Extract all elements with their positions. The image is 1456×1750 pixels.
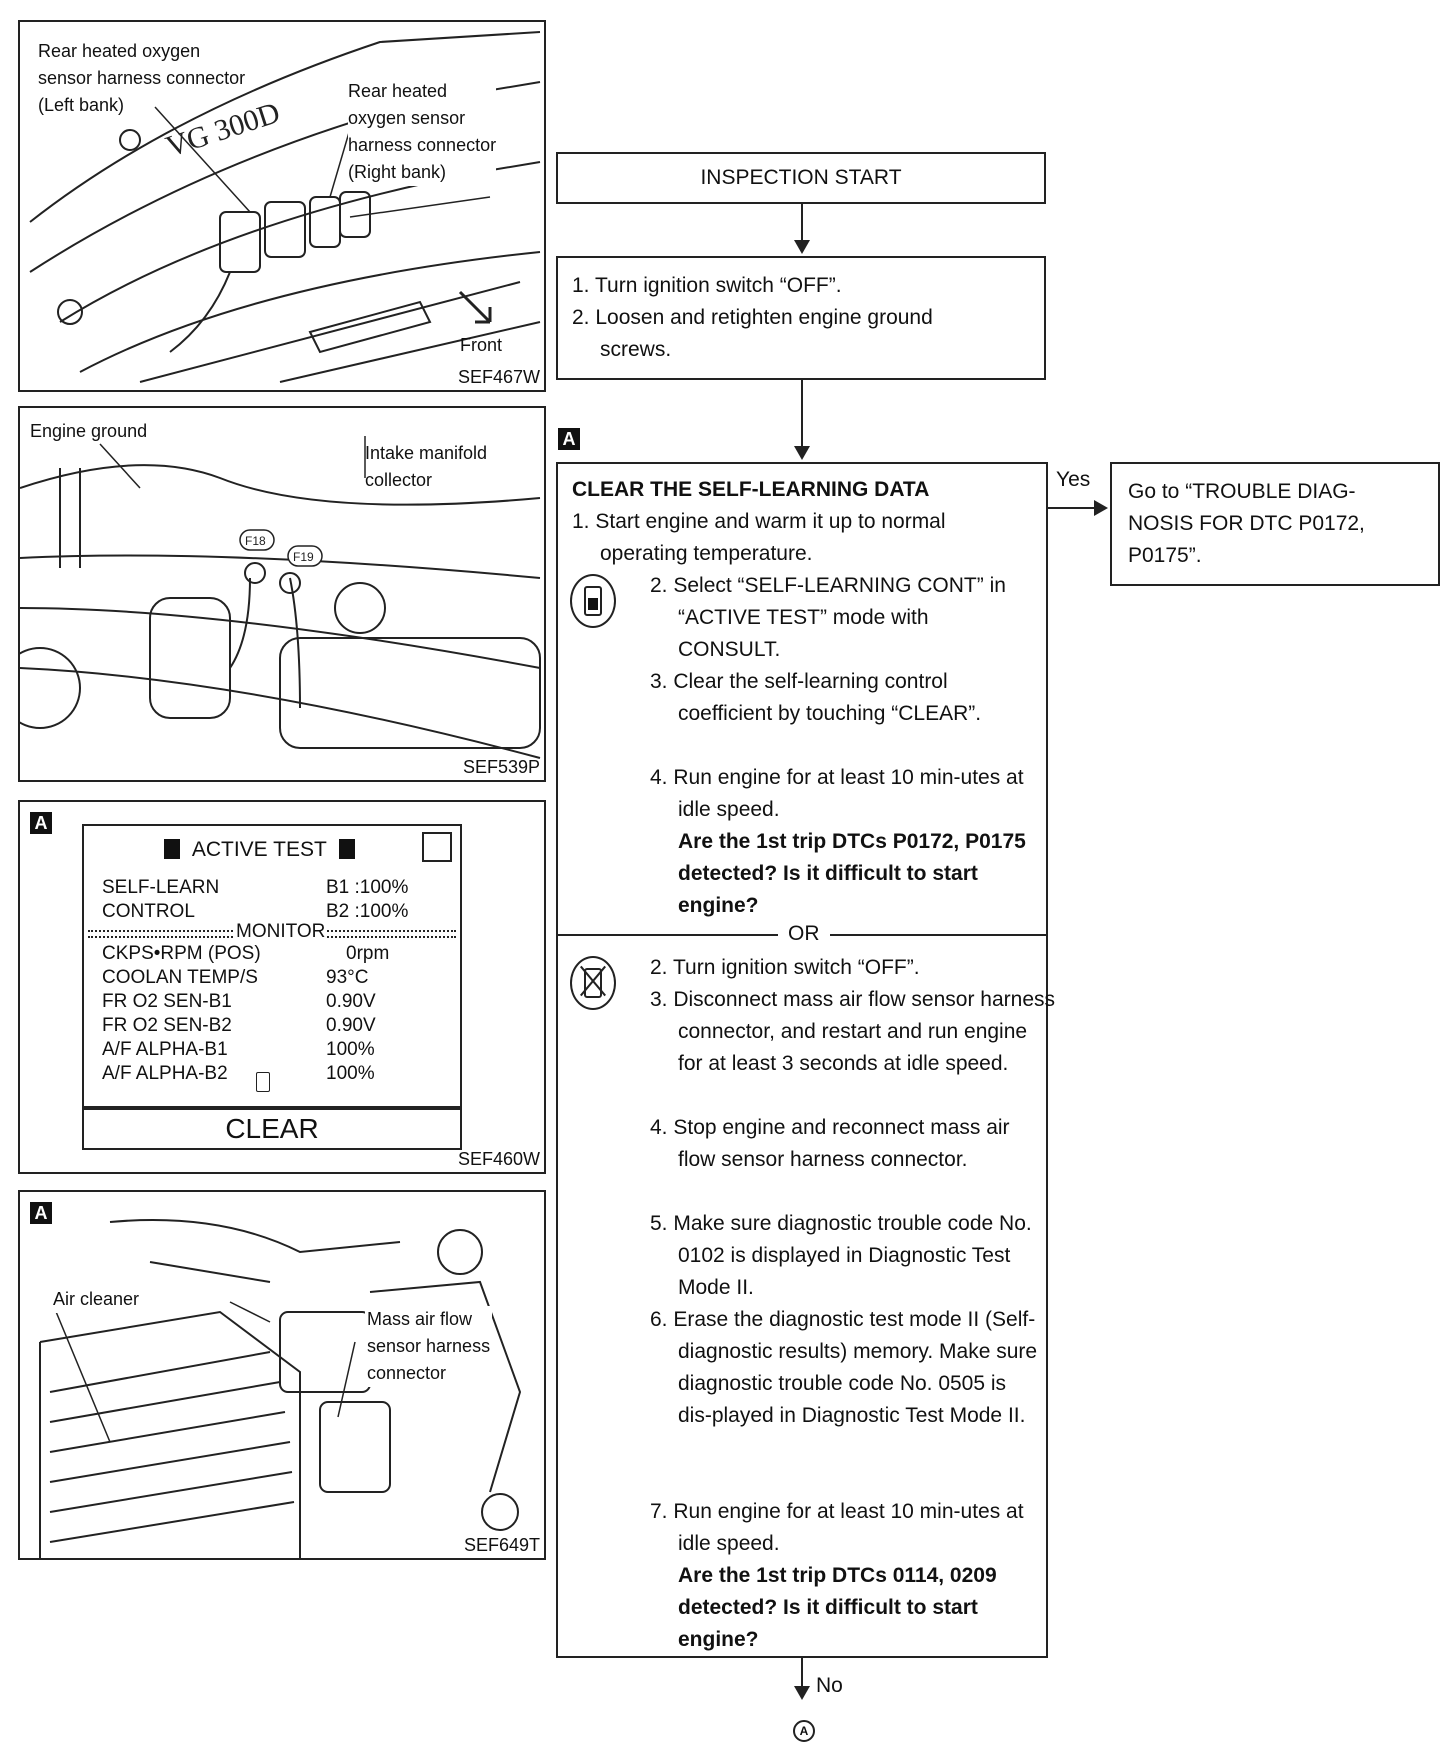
monitor-row-value: 0rpm: [346, 943, 390, 964]
arrow-down: [801, 204, 803, 240]
go-to-trouble-diagnosis-box: Go to “TROUBLE DIAG-NOSIS FOR DTC P0172,…: [1110, 462, 1440, 586]
clear-button[interactable]: CLEAR: [82, 1108, 462, 1150]
no-consult-step: 6. Erase the diagnostic test mode II (Se…: [650, 1308, 1038, 1427]
consult-question: Are the 1st trip DTCs P0172, P0175 detec…: [678, 830, 1026, 917]
no-consult-question: Are the 1st trip DTCs 0114, 0209 detecte…: [678, 1564, 997, 1651]
monitor-row-value: 93°C: [326, 967, 369, 988]
label-rear-o2-right: Rear heated oxygen sensor harness connec…: [348, 78, 497, 186]
consult-icon: [570, 574, 616, 628]
hand-pointer-icon: [256, 1072, 270, 1092]
no-consult-step: 2. Turn ignition switch “OFF”.: [650, 956, 920, 979]
consult-step: 4. Run engine for at least 10 min-utes a…: [650, 766, 1024, 821]
label-rear-o2-left: Rear heated oxygen sensor harness connec…: [38, 41, 246, 115]
self-learn-value: B1 :100%: [326, 877, 409, 898]
engine-illustration-1: VG 300D: [29, 31, 541, 383]
active-test-title: ACTIVE TEST: [164, 838, 355, 862]
tag-a: A: [30, 1202, 52, 1224]
monitor-row-value: 100%: [326, 1039, 375, 1060]
monitor-row-value: 0.90V: [326, 991, 376, 1012]
label-front: Front: [460, 335, 503, 355]
tag-a: A: [30, 812, 52, 834]
label-air-cleaner: Air cleaner: [50, 1286, 143, 1313]
step-text: 2. Loosen and retighten engine ground: [572, 306, 933, 329]
consult-step: 3. Clear the self-learning control coeff…: [650, 670, 982, 725]
no-consult-step: 4. Stop engine and reconnect mass air fl…: [650, 1116, 1010, 1171]
label-intake-manifold: Intake manifold collector: [365, 443, 488, 490]
control-value: B2 :100%: [326, 901, 409, 922]
f19-tag: F19: [293, 550, 314, 564]
figure-code: SEF460W: [457, 1149, 540, 1169]
figure-engine-ground: F18 F19 Engine ground Intake manifold co…: [18, 406, 546, 782]
engine-illustration-4: [39, 1219, 522, 1558]
figure-rear-o2-connectors: VG 300D Rear heated oxygen sensor harnes…: [18, 20, 546, 392]
yes-connector-line: [1048, 507, 1096, 509]
arrow-head: [794, 446, 810, 460]
clear-self-learning-heading: CLEAR THE SELF-LEARNING DATA: [572, 478, 930, 501]
f18-tag: F18: [245, 534, 266, 548]
arrow-down: [801, 1658, 803, 1690]
black-square-icon: [164, 839, 180, 859]
engine-illustration-2: F18 F19: [20, 436, 541, 759]
connector-a-circle: A: [793, 1720, 815, 1742]
no-consult-step: 3. Disconnect mass air flow sensor harne…: [650, 988, 1055, 1075]
label-maf-connector: Mass air flow sensor harness connector: [365, 1306, 493, 1387]
arrow-head: [794, 1686, 810, 1700]
step-text: screws.: [600, 338, 672, 361]
monitor-row-label: A/F ALPHA-B1: [102, 1039, 228, 1060]
arrow-head: [794, 240, 810, 254]
page-checkbox-icon[interactable]: [422, 832, 452, 862]
consult-step: 2. Select “SELF-LEARNING CONT” in “ACTIV…: [650, 574, 1006, 661]
monitor-row-label: CKPS•RPM (POS): [102, 943, 261, 964]
or-label: OR: [778, 918, 830, 950]
step-text: 1. Turn ignition switch “OFF”.: [572, 274, 842, 297]
no-consult-step: 7. Run engine for at least 10 min-utes a…: [650, 1500, 1024, 1555]
monitor-row-value: 100%: [326, 1063, 375, 1084]
no-label: No: [816, 1674, 843, 1697]
arrow-down: [801, 380, 803, 446]
no-consult-icon: [570, 956, 616, 1010]
no-consult-step: 5. Make sure diagnostic trouble code No.…: [650, 1212, 1032, 1299]
inspection-start-box: INSPECTION START: [556, 152, 1046, 204]
consult-screen: ACTIVE TEST SELF-LEARN B1 :100% CONTROL …: [82, 824, 462, 1108]
intro-step: 1. Start engine and warm it up to normal: [572, 510, 946, 533]
yes-label: Yes: [1056, 468, 1091, 491]
clear-self-learning-box: CLEAR THE SELF-LEARNING DATA 1. Start en…: [556, 462, 1055, 1658]
monitor-row-value: 0.90V: [326, 1015, 376, 1036]
yes-arrow-head: [1094, 500, 1108, 516]
figure-code: SEF649T: [463, 1535, 540, 1555]
tag-a: A: [558, 428, 580, 450]
figure-active-test-screen: A ACTIVE TEST SELF-LEARN B1 :100% CONTRO…: [18, 800, 546, 1174]
inspection-start-label: INSPECTION START: [700, 166, 902, 189]
step-ground-box: 1. Turn ignition switch “OFF”. 2. Loosen…: [556, 256, 1046, 380]
intro-step: operating temperature.: [600, 542, 813, 565]
black-square-icon: [338, 839, 355, 859]
figure-maf-connector: A Air cleaner Mass air flow sensor harne…: [18, 1190, 546, 1560]
monitor-row-label: FR O2 SEN-B2: [102, 1015, 232, 1036]
self-learn-label: SELF-LEARN: [102, 877, 220, 898]
go-to-text: Go to “TROUBLE DIAG-NOSIS FOR DTC P0172,…: [1128, 480, 1365, 567]
monitor-row-label: A/F ALPHA-B2: [102, 1063, 228, 1084]
monitor-label: MONITOR: [234, 920, 328, 944]
monitor-row-label: COOLAN TEMP/S: [102, 967, 258, 988]
monitor-row-label: FR O2 SEN-B1: [102, 991, 232, 1012]
label-engine-ground: Engine ground: [30, 421, 148, 441]
control-label: CONTROL: [102, 901, 195, 922]
figure-code: SEF467W: [457, 367, 540, 387]
figure-code: SEF539P: [462, 757, 540, 777]
